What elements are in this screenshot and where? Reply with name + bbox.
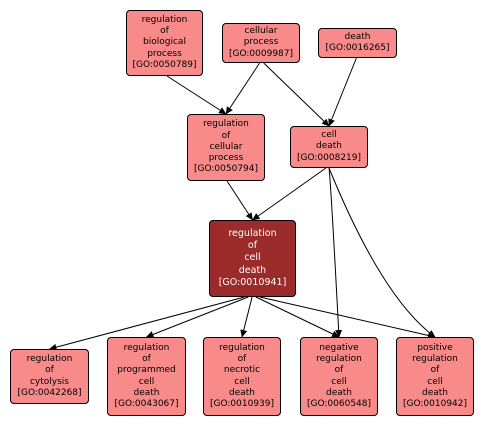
edge-0010941-to-0010939 [240,296,253,338]
node-label-line: cell [321,130,337,141]
node-label-line: cell [138,376,155,387]
node-label-line: regulation [26,354,73,365]
node-label-line: of [160,26,169,37]
node-label-line: death [326,387,352,398]
edge-0008219-to-0060548 [328,167,343,338]
node-label-line: of [237,354,247,365]
node-label-line: [GO:0016265] [325,43,390,53]
node-label-line: [GO:0060548] [306,398,372,409]
node-label-line: regulation [412,354,458,365]
node-label-line: cytolysis [29,376,69,387]
node-label-line: [GO:0050789] [132,59,197,70]
node-label-line: of [221,130,231,141]
node-label-line: [GO:0008219] [296,152,362,163]
edge-0009987-to-0008219 [263,62,330,127]
edge-0016265-to-0008219 [328,57,357,127]
node-go-0016265[interactable]: death[GO:0016265] [318,28,397,58]
node-label-line: of [247,240,258,252]
node-label-line: biological [143,37,186,48]
node-label-line: cellular [209,141,243,152]
node-label-line: cellular [244,26,278,37]
node-label-line: regulation [228,227,277,239]
node-label-line: process [243,37,279,48]
node-label-line: regulation [203,119,249,130]
node-label-line: death [229,387,255,398]
node-label-line: process [208,153,244,164]
node-label-line: cell [234,376,250,387]
node-label-line: [GO:0043067] [114,398,179,409]
node-label-line: of [142,354,151,365]
node-label-line: death [316,141,342,152]
edge-0009987-to-0050794 [225,62,261,115]
edge-0010941-to-0043067 [146,296,249,338]
node-label-line: [GO:0010942] [402,398,468,409]
node-label-line: regulation [219,342,265,353]
node-label-line: regulation [141,14,188,25]
node-label-line: [GO:0010939] [209,398,275,409]
edge-0010941-to-0010942 [259,296,436,339]
node-label-line: death [133,387,160,398]
node-label-line: of [334,365,344,376]
node-label-line: death [344,31,371,42]
node-label-line: [GO:0042268] [17,387,82,398]
node-label-line: [GO:0010941] [218,276,287,288]
node-label-line: cell [331,376,347,387]
node-label-line: [GO:0009987] [228,48,294,59]
edge-0008219-to-0010941 [252,167,327,221]
edge-0050794-to-0010941 [226,180,253,221]
node-label-line: [GO:0050794] [193,164,259,175]
node-label-line: death [422,387,448,398]
node-label-line: death [238,264,267,276]
edge-0050789-to-0050794 [166,75,227,115]
node-label-line: negative [319,342,359,353]
node-label-line: cell [427,376,443,387]
node-label-line: process [147,48,182,59]
node-label-line: regulation [316,354,362,365]
edge-0008219-to-0010942 [328,167,436,338]
edge-0010941-to-0042268 [49,296,245,351]
node-label-line: cell [244,252,261,264]
node-label-line: necrotic [223,365,261,376]
node-label-line: of [430,365,440,376]
node-label-line: positive [417,342,453,353]
node-label-line: of [45,365,54,376]
edge-0010941-to-0060548 [255,296,340,338]
node-label-line: regulation [123,342,170,353]
node-label-line: programmed [117,365,176,376]
